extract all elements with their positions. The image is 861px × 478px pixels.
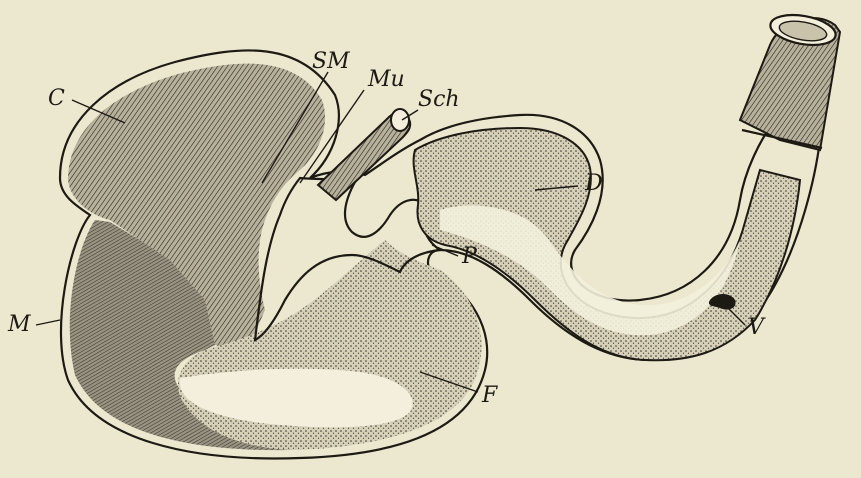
label-m: M — [7, 312, 31, 337]
label-f: F — [481, 383, 498, 408]
label-mu: Mu — [367, 67, 405, 92]
label-sm: SM — [312, 49, 350, 74]
label-sch: Sch — [418, 87, 460, 112]
label-p: P — [461, 244, 478, 269]
label-c: C — [48, 86, 65, 111]
bile-duct-opening — [391, 109, 409, 131]
label-d: D — [584, 171, 603, 196]
label-v: V — [748, 315, 766, 340]
